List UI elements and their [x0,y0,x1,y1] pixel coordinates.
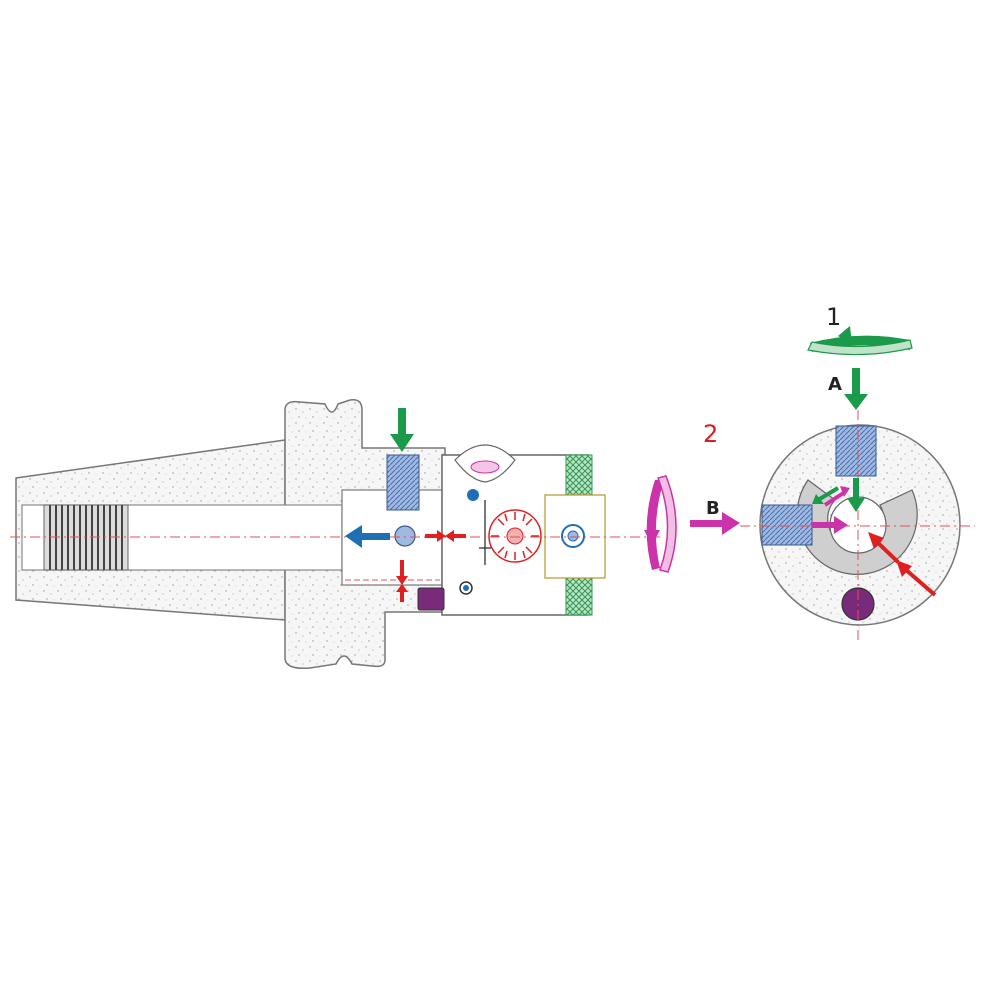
upper-set-screw [467,489,479,501]
label-one: 1 [826,303,841,331]
dome-window [470,460,500,474]
front-top-screw [835,425,877,477]
top-clamp-screw [386,454,420,511]
red-arrows-side [396,530,466,602]
green-arrow-side [390,408,414,452]
rotation-arrow-b [644,475,677,573]
front-view: 1 A [740,303,975,640]
upper-insert [565,454,593,501]
label-b: B [706,498,720,519]
front-left-screw [761,504,813,546]
label-two: 2 [703,420,718,448]
front-red-arrow [868,532,937,597]
scale-mark [479,500,491,565]
front-inner-arrows [812,478,865,534]
adjusting-screw [561,524,585,548]
side-plug [417,587,445,611]
green-arrow-a [844,368,868,410]
chamber-ball [394,525,416,547]
side-view [10,398,660,670]
rotation-arrow-a [807,326,913,356]
blue-arrow-left [345,525,390,548]
magenta-arrow-b [690,512,740,535]
vernier-dial [488,509,542,563]
label-a: A [828,374,842,395]
